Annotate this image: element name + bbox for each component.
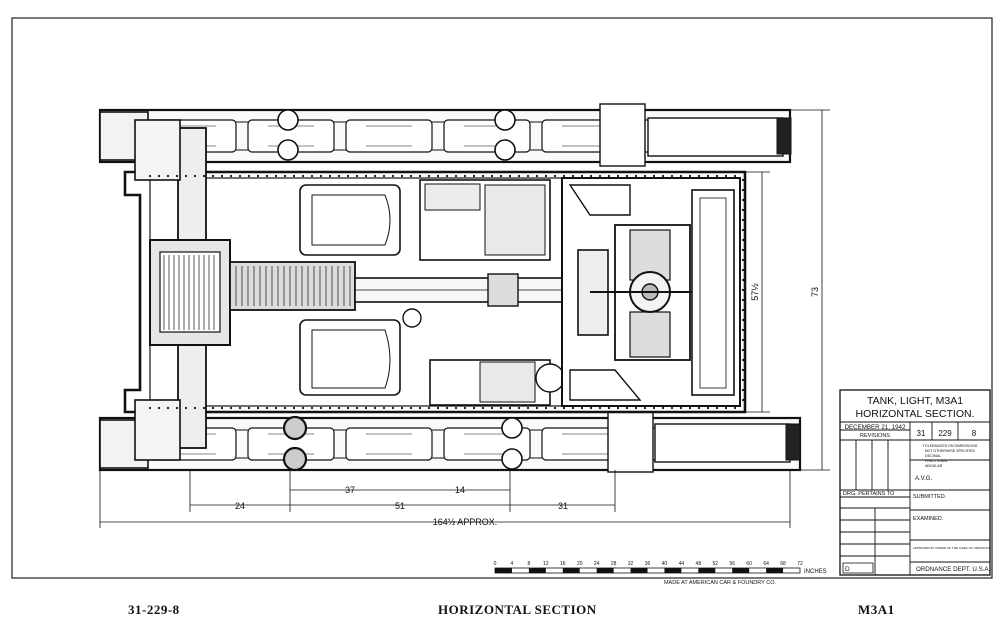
- scale-tick-label: 48: [696, 561, 702, 567]
- scale-tick-label: 52: [712, 561, 718, 567]
- scale-tick-label: 24: [594, 561, 600, 567]
- dim-width-inner: 57½: [750, 283, 760, 301]
- scale-tick-label: 0: [494, 561, 497, 567]
- title-line1: TANK, LIGHT, M3A1: [867, 395, 963, 407]
- driver-seats: [299, 184, 401, 396]
- scale-tick-label: 20: [577, 561, 583, 567]
- dim-24: 24: [235, 501, 245, 511]
- scale-block: [495, 568, 512, 573]
- scale-tick-label: 28: [611, 561, 617, 567]
- title-block: [839, 389, 991, 576]
- footer-title: HORIZONTAL SECTION: [438, 602, 597, 617]
- scale-block: [698, 568, 716, 573]
- dim-width-outer: 73: [810, 287, 820, 297]
- final-drive: [134, 119, 356, 461]
- scale-block: [630, 568, 648, 573]
- hull-rivets: [148, 174, 745, 410]
- ordnance-dept: ORDNANCE DEPT. U.S.A.: [916, 566, 991, 573]
- fuel-tanks: [419, 179, 565, 406]
- scale-tick-label: 12: [543, 561, 549, 567]
- scale-tick-label: 44: [679, 561, 685, 567]
- tolerance-line3: DECIMAL: [925, 454, 941, 458]
- engine: [561, 177, 741, 407]
- approval-note: APPROVED BY ORDER OF THE CHIEF OF ORDNAN…: [913, 546, 991, 550]
- class-number: 31: [917, 429, 926, 438]
- scale-tick-label: 64: [763, 561, 769, 567]
- title-line2: HORIZONTAL SECTION.: [855, 408, 974, 420]
- scale-tick-label: 60: [746, 561, 752, 567]
- submitted-label: SUBMITTED.: [913, 494, 947, 500]
- dimension-lines: [99, 109, 830, 528]
- scale-tick-label: 4: [511, 561, 514, 567]
- footer-model: M3A1: [858, 602, 895, 617]
- scale-tick-label: 72: [797, 561, 803, 567]
- tolerance-line5: ANGULAR: [925, 464, 943, 468]
- lower-track: [98, 409, 802, 473]
- dim-37: 37: [345, 485, 355, 495]
- tolerance-line4: FRACTIONAL: [925, 459, 948, 463]
- scale-tick-label: 40: [662, 561, 668, 567]
- tolerance-line1: TOLERANCES ON DIMENSIONS: [923, 444, 978, 448]
- maker-note: MADE AT AMERICAN CAR & FOUNDRY CO.: [664, 580, 777, 586]
- scale-block: [732, 568, 750, 573]
- tank-section: [98, 103, 802, 473]
- scale-tick-label: 32: [628, 561, 634, 567]
- scale-block: [528, 568, 546, 573]
- scale-tick-label: 56: [729, 561, 735, 567]
- drawing-number: 8: [972, 429, 977, 438]
- scale-tick-label: 16: [560, 561, 566, 567]
- scale-tick-label: 8: [527, 561, 530, 567]
- scale-block: [664, 568, 682, 573]
- scale-block: [766, 568, 784, 573]
- scale-tick-label: 36: [645, 561, 651, 567]
- tolerance-line2: NOT OTHERWISE SPECIFIED: [925, 449, 976, 453]
- drawn-initials: A.V.G.: [915, 476, 932, 482]
- footer-drawing-number: 31-229-8: [128, 602, 180, 617]
- dim-14: 14: [455, 485, 465, 495]
- drawing-date: DECEMBER 21, 1942: [845, 424, 906, 431]
- d-box-label: D: [845, 566, 850, 573]
- scale-block: [596, 568, 614, 573]
- dim-51: 51: [395, 501, 405, 511]
- drg-pertains-label: DRG. PERTAINS TO: [843, 491, 895, 497]
- scale-block: [562, 568, 580, 573]
- upper-track: [98, 103, 792, 167]
- revisions-label: REVISIONS: [860, 433, 890, 439]
- sheet-border: [11, 17, 993, 579]
- dim-overall: 164½ APPROX.: [433, 517, 498, 527]
- scale-tick-label: 68: [780, 561, 786, 567]
- scale-unit: INCHES: [804, 569, 827, 575]
- division-number: 229: [938, 429, 952, 438]
- examined-label: EXAMINED.: [913, 516, 944, 522]
- dim-31: 31: [558, 501, 568, 511]
